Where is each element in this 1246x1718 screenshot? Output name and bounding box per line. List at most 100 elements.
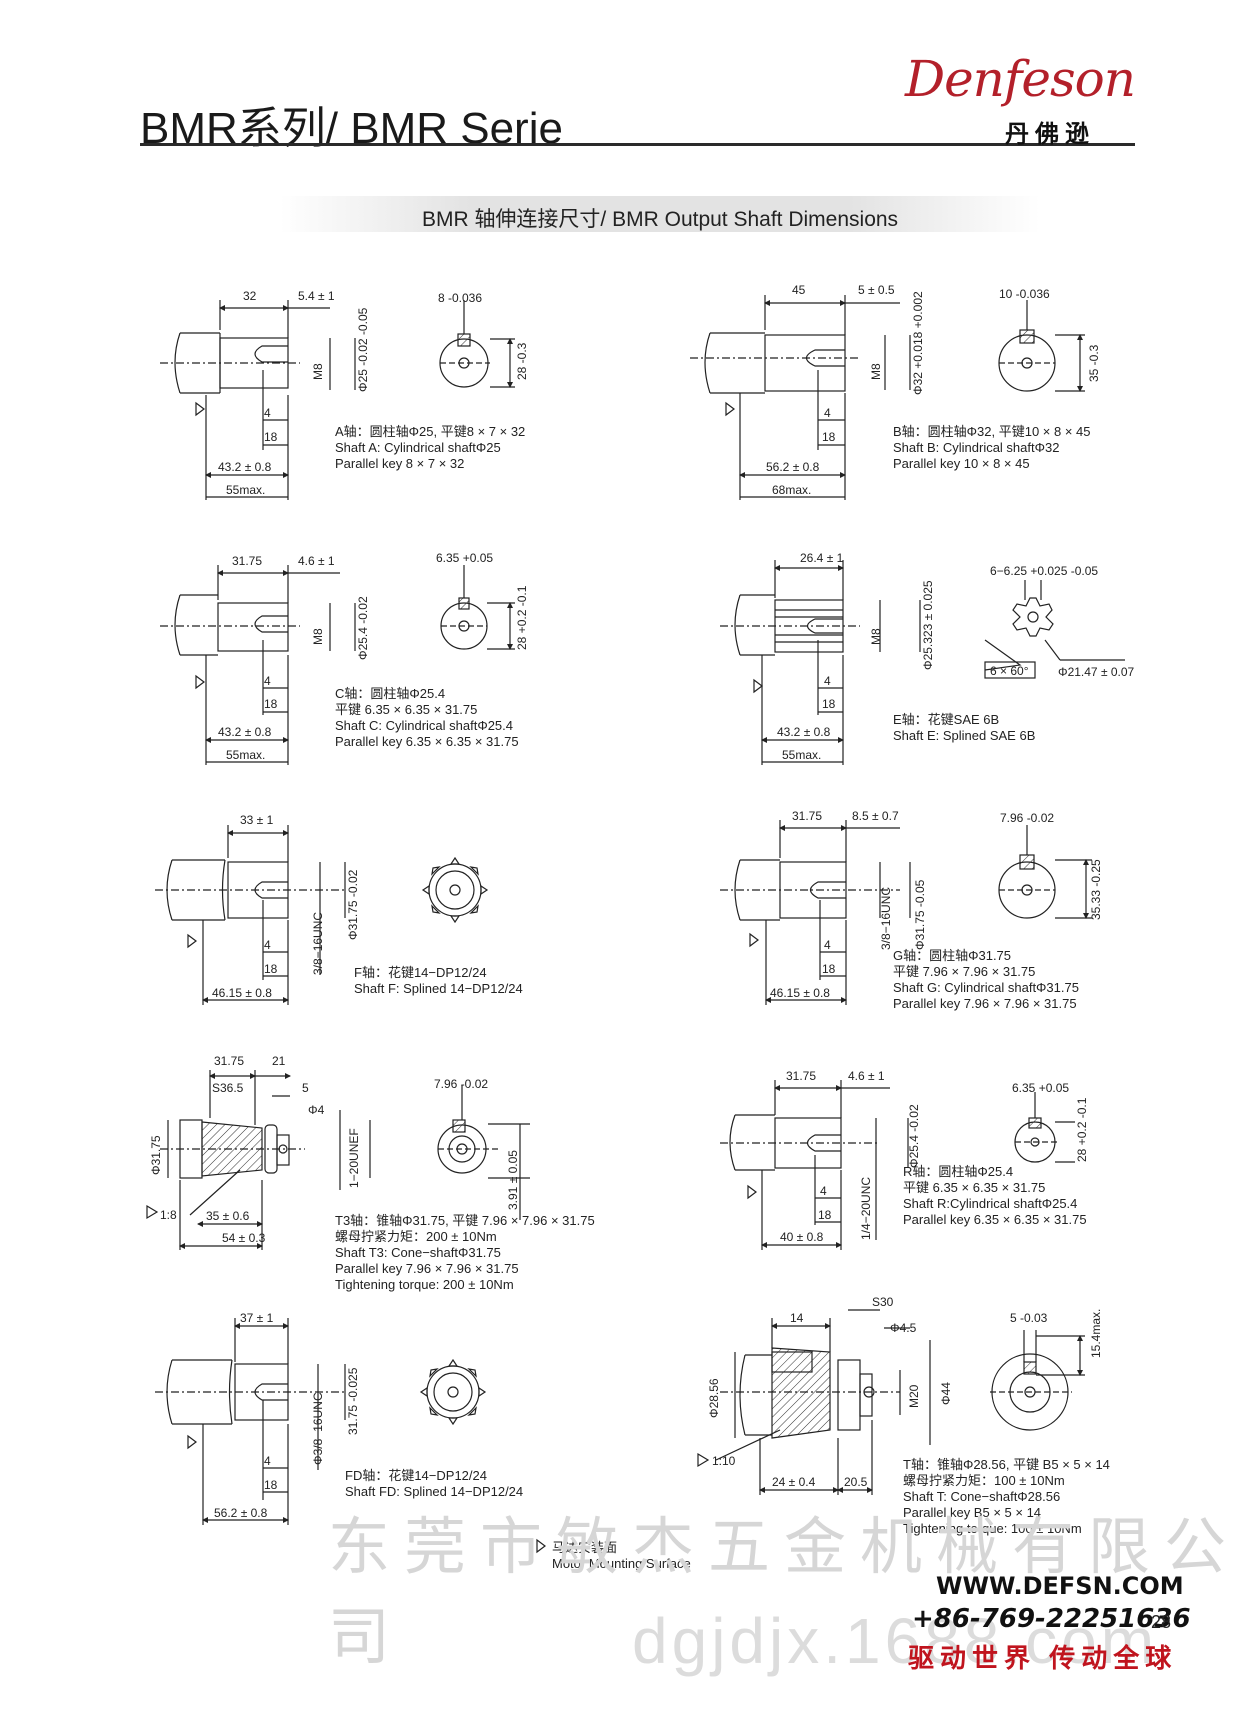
dim-label: 4 xyxy=(264,938,271,952)
brand-logo: Denfeson 丹佛逊 xyxy=(905,50,1145,150)
dim-label: 4 xyxy=(824,938,831,952)
caption-shaft-e: E轴：花键SAE 6B Shaft E: Splined SAE 6B xyxy=(893,712,1035,744)
caption-line: Shaft E: Splined SAE 6B xyxy=(893,728,1036,743)
caption-line: B轴：圆柱轴Φ32, 平键10 × 8 × 45 xyxy=(893,424,1091,439)
dim-label: 43.2 ± 0.8 xyxy=(777,725,831,739)
dim-label: M8 xyxy=(869,628,883,645)
caption-line: Shaft T3: Cone−shaftΦ31.75 xyxy=(335,1245,501,1260)
caption-line: FD轴：花键14−DP12/24 xyxy=(345,1468,487,1483)
dim-label: 26.4 ± 1 xyxy=(800,551,844,565)
shaft-a-side-view xyxy=(160,300,515,500)
dim-label: 28 +0.2 -0.1 xyxy=(1075,1097,1089,1162)
dim-label: 8.5 ± 0.7 xyxy=(852,809,899,823)
caption-shaft-t3: T3轴：锥轴Φ31.75, 平键 7.96 × 7.96 × 31.75 螺母拧… xyxy=(335,1213,595,1293)
mounting-surface-symbol xyxy=(536,1538,546,1554)
dim-label: Φ25.4 -0.02 xyxy=(907,1104,921,1168)
dim-label: 4 xyxy=(824,406,831,420)
legend-cn: 马达安装面 xyxy=(552,1540,618,1555)
shaft-r-side-view xyxy=(720,1080,1075,1250)
dim-label: Φ21.47 ± 0.07 xyxy=(1058,665,1135,679)
caption-line: Tightening torque: 100 ± 10Nm xyxy=(903,1521,1082,1536)
dim-label: 7.96 -0.02 xyxy=(434,1077,488,1091)
dim-label: 5 xyxy=(302,1081,309,1095)
caption-line: Shaft T: Cone−shaftΦ28.56 xyxy=(903,1489,1061,1504)
caption-shaft-r: R轴：圆柱轴Φ25.4 平键 6.35 × 6.35 × 31.75 Shaft… xyxy=(903,1164,1087,1228)
caption-line: Parallel key 7.96 × 7.96 × 31.75 xyxy=(335,1261,519,1276)
dim-label: 3/8−16UNC xyxy=(879,887,893,950)
dim-label: 18 xyxy=(264,1478,278,1492)
dim-label: Φ31.75 -0.05 xyxy=(913,879,927,950)
caption-line: Parallel key 6.35 × 6.35 × 31.75 xyxy=(335,734,519,749)
caption-shaft-f: F轴：花键14−DP12/24 Shaft F: Splined 14−DP12… xyxy=(354,965,523,997)
dim-label: 31.75 xyxy=(214,1054,244,1068)
dim-label: 8 -0.036 xyxy=(438,291,482,305)
dim-label: 4.6 ± 1 xyxy=(298,554,335,568)
dim-label: 20.5 xyxy=(844,1475,868,1489)
dim-label: 3.91 ± 0.05 xyxy=(506,1150,520,1210)
dim-label: 7.96 -0.02 xyxy=(1000,811,1054,825)
dim-label: 33 ± 1 xyxy=(240,813,274,827)
caption-shaft-g: G轴：圆柱轴Φ31.75 平键 7.96 × 7.96 × 31.75 Shaf… xyxy=(893,948,1079,1012)
dim-label: 10 -0.036 xyxy=(999,287,1050,301)
shaft-f-side-view xyxy=(155,825,489,1005)
dim-label: 35.33 -0.25 xyxy=(1089,859,1103,920)
shaft-fd-side-view xyxy=(155,1318,487,1525)
dim-label: 18 xyxy=(822,962,836,976)
dim-label: 4 xyxy=(824,674,831,688)
dim-label: 6 × 60° xyxy=(990,664,1029,678)
dim-label: 56.2 ± 0.8 xyxy=(766,460,820,474)
dim-label: Φ28.56 xyxy=(707,1378,721,1418)
caption-line: 平键 6.35 × 6.35 × 31.75 xyxy=(335,702,478,717)
dim-label: 18 xyxy=(264,430,278,444)
dim-label: 6.35 +0.05 xyxy=(1012,1081,1069,1095)
caption-line: Shaft R:Cylindrical shaftΦ25.4 xyxy=(903,1196,1078,1211)
dim-label: Φ25.323 ± 0.025 xyxy=(921,580,935,670)
dim-label: 4 xyxy=(820,1184,827,1198)
dim-label: 54 ± 0.3 xyxy=(222,1231,266,1245)
dim-label: Φ31.75 xyxy=(149,1135,163,1175)
caption-shaft-b: B轴：圆柱轴Φ32, 平键10 × 8 × 45 Shaft B: Cylind… xyxy=(893,424,1091,472)
dim-label: 31.75 xyxy=(792,809,822,823)
caption-line: Parallel key B5 × 5 × 14 xyxy=(903,1505,1042,1520)
dim-label: M8 xyxy=(311,363,325,380)
section-title: BMR 轴伸连接尺寸/ BMR Output Shaft Dimensions xyxy=(421,208,899,231)
dim-label: S36.5 xyxy=(212,1081,244,1095)
caption-line: Shaft A: Cylindrical shaftΦ25 xyxy=(335,440,501,455)
dim-label: 18 xyxy=(264,962,278,976)
dim-label: 14 xyxy=(790,1311,804,1325)
dim-label: Φ32 +0.018 +0.002 xyxy=(911,291,925,395)
caption-line: T3轴：锥轴Φ31.75, 平键 7.96 × 7.96 × 31.75 xyxy=(335,1213,595,1228)
dim-label: M20 xyxy=(907,1384,921,1408)
dim-label: 1/4−20UNC xyxy=(859,1177,873,1240)
dim-label: 68max. xyxy=(772,483,811,497)
shaft-e-side-view xyxy=(720,560,1125,765)
caption-line: T轴：锥轴Φ28.56, 平键 B5 × 5 × 14 xyxy=(903,1457,1110,1472)
shaft-g-side-view xyxy=(720,820,1092,1005)
dim-label: 37 ± 1 xyxy=(240,1311,274,1325)
section-bar xyxy=(280,196,1040,232)
caption-line: R轴：圆柱轴Φ25.4 xyxy=(903,1164,1014,1179)
caption-line: E轴：花键SAE 6B xyxy=(893,712,1000,727)
dim-label: 28 +0.2 -0.1 xyxy=(515,585,529,650)
dim-label: 55max. xyxy=(782,748,821,762)
dim-label: Φ4 xyxy=(308,1103,325,1117)
dim-label: 1−20UNEF xyxy=(347,1128,361,1188)
dim-label: Φ44 xyxy=(939,1382,953,1405)
dim-label: 21 xyxy=(272,1054,286,1068)
dim-label: 31.75 -0.025 xyxy=(346,1367,360,1435)
dim-label: 18 xyxy=(264,697,278,711)
dim-label: 55max. xyxy=(226,748,265,762)
dim-label: Φ4.5 xyxy=(890,1321,917,1335)
footer-phone: +86-769-22251636 xyxy=(912,1604,1191,1634)
dim-label: 5 ± 0.5 xyxy=(858,283,895,297)
dim-label: 46.15 ± 0.8 xyxy=(770,986,830,1000)
dim-label: 32 xyxy=(243,289,257,303)
dim-label: 18 xyxy=(822,430,836,444)
dim-label: 6.35 +0.05 xyxy=(436,551,493,565)
watermark-url: dgjdjx.1688.com xyxy=(632,1605,1159,1677)
caption-line: Parallel key 6.35 × 6.35 × 31.75 xyxy=(903,1212,1087,1227)
caption-line: A轴：圆柱轴Φ25, 平键8 × 7 × 32 xyxy=(335,424,526,439)
footer-slogan: 驱动世界 传动全球 xyxy=(908,1643,1178,1673)
dim-label: 5 -0.03 xyxy=(1010,1311,1048,1325)
dim-label: 31.75 xyxy=(232,554,262,568)
